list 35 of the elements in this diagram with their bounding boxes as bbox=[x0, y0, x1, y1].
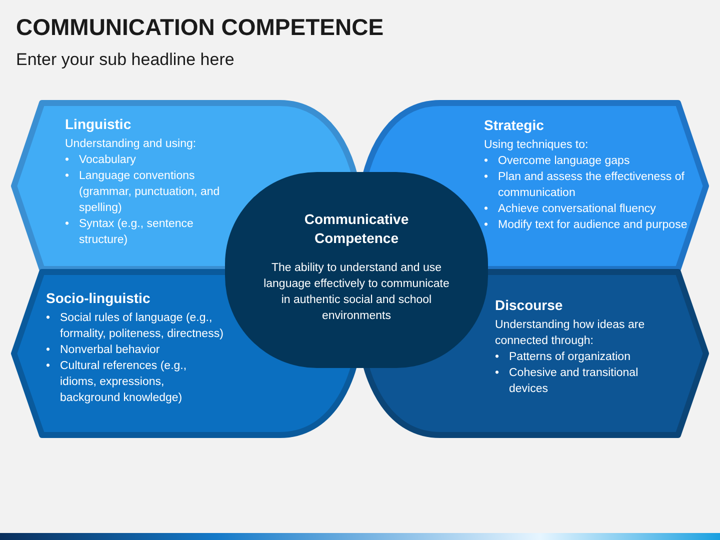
list-item: Patterns of organization bbox=[509, 350, 632, 365]
bullet: • bbox=[46, 343, 52, 358]
list-item: Language conventions (grammar, punctuation, and spelling) bbox=[79, 169, 221, 216]
bullet: • bbox=[484, 202, 490, 217]
list-item: Vocabulary bbox=[79, 153, 137, 168]
title: COMMUNICATION COMPETENCE bbox=[16, 14, 384, 41]
list-item: Nonverbal behavior bbox=[60, 343, 161, 358]
list-item: Social rules of language (e.g., formality, politeness, directness) bbox=[60, 311, 224, 342]
list-item: Cohesive and transitional devices bbox=[509, 366, 640, 397]
bullet: • bbox=[495, 350, 500, 365]
bullet: • bbox=[46, 311, 52, 326]
heading: Linguistic bbox=[65, 115, 132, 133]
bullet: • bbox=[65, 217, 70, 232]
heading: Strategic bbox=[484, 116, 545, 134]
list-item: Plan and assess the effectiveness of communication bbox=[498, 170, 686, 201]
heading: Socio-linguistic bbox=[46, 289, 152, 307]
description: The ability to understand and use language effectively to communicate in authentic social and school environments bbox=[262, 261, 450, 324]
bullet: • bbox=[495, 366, 500, 381]
list-item: Syntax (e.g., sentence structure) bbox=[79, 217, 194, 248]
heading: Discourse bbox=[495, 296, 564, 314]
intro-text: Understanding how ideas are connected through: bbox=[495, 318, 646, 349]
list-item: Achieve conversational fluency bbox=[498, 202, 657, 217]
list-item: Cultural references (e.g., idioms, expressions, background knowledge) bbox=[60, 359, 188, 406]
bullet: • bbox=[46, 359, 52, 374]
bullet: • bbox=[65, 153, 70, 168]
bullet: • bbox=[484, 154, 490, 169]
bullet: • bbox=[484, 218, 490, 233]
list-item: Modify text for audience and purpose bbox=[498, 218, 688, 233]
bullet: • bbox=[65, 169, 70, 184]
intro-text: Using techniques to: bbox=[484, 138, 590, 153]
heading: Communicative Competence bbox=[303, 210, 410, 248]
bullet: • bbox=[484, 170, 490, 185]
list-item: Overcome language gaps bbox=[498, 154, 631, 169]
subtitle: Enter your sub headline here bbox=[16, 50, 234, 70]
intro-text: Understanding and using: bbox=[65, 137, 198, 152]
